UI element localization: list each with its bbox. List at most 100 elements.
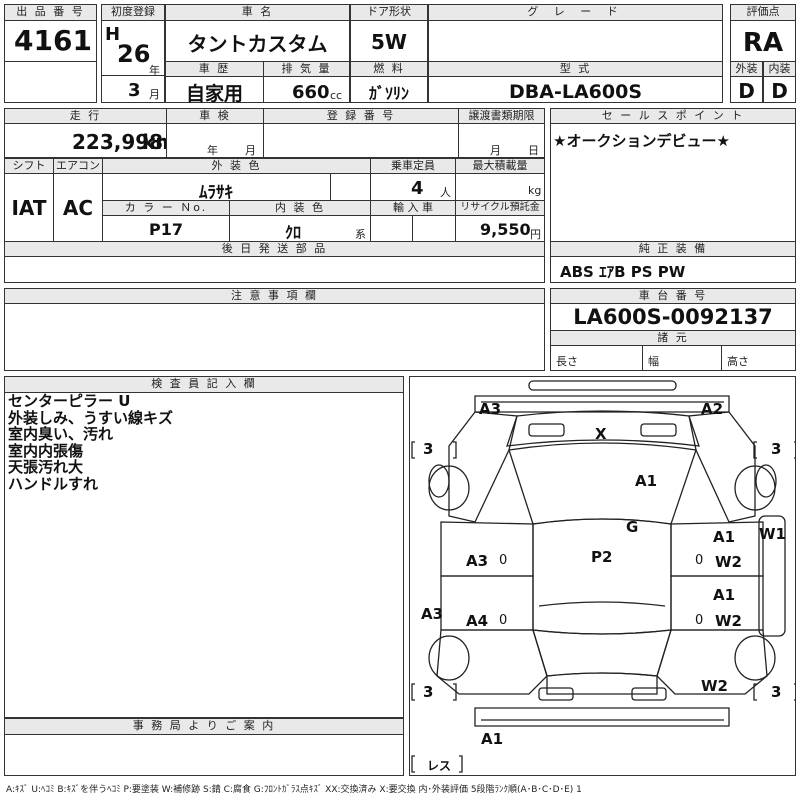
fuel-label: 燃 料: [350, 61, 428, 77]
wheel-front-left: [428, 465, 470, 511]
exterior-score: D: [738, 79, 755, 103]
lot-number-label: 出 品 番 号: [4, 4, 97, 21]
registration-number-label: 登 録 番 号: [263, 108, 459, 124]
era: H: [105, 24, 121, 45]
office-label: 事 務 局 よ り ご 案 内: [4, 718, 404, 735]
registration-month: 3: [128, 80, 141, 101]
inspection-label: 車 検: [166, 108, 264, 124]
exterior-color-label: 外 装 色: [102, 158, 371, 174]
damage-mark: A3: [466, 552, 488, 570]
month-unit: 月: [149, 88, 160, 101]
rear-bumper: [474, 707, 730, 727]
grade-label: グ レ ー ド: [428, 4, 723, 21]
door-type: 5W: [371, 30, 407, 54]
front-bumper: [474, 395, 730, 413]
displacement-label: 排 気 量: [263, 61, 350, 77]
model-label: 型 式: [428, 61, 723, 77]
width-label: 幅: [648, 355, 659, 368]
car-name: タントカスタム: [187, 32, 328, 56]
windshield: [508, 442, 697, 525]
sales-point-label: セ ー ル ス ポ イ ン ト: [550, 108, 796, 124]
tyre-depth: 3: [423, 440, 433, 458]
later-parts-label: 後 日 発 送 部 品: [4, 241, 545, 257]
shift-label: シフト: [4, 158, 54, 174]
inspector-label: 検 査 員 記 入 欄: [4, 376, 404, 393]
damage-mark: A3: [421, 605, 443, 623]
panel-zero-mark: 0: [695, 553, 703, 568]
import-divider: [412, 215, 413, 242]
sales-point-cell: [550, 108, 796, 242]
tyre-depth: 3: [423, 683, 433, 701]
color-number-label: カ ラ ー Ｎo.: [102, 200, 230, 216]
rear-lamp-left: [538, 687, 574, 701]
recycle-fee: 9,550: [480, 220, 531, 239]
inspector-note: 室内内張傷: [8, 441, 84, 460]
rear-quarter-left: [436, 629, 548, 695]
recycle-label: リサイクル預託金: [455, 200, 545, 216]
headlight-left: [528, 423, 565, 437]
lot-number-empty-cell: [4, 61, 97, 103]
equipment: ABS ｴｱB PS PW: [560, 263, 686, 281]
lot-number: 4161: [14, 24, 92, 57]
damage-mark: X: [595, 425, 607, 443]
spec-label: 諸 元: [550, 330, 796, 346]
hood: [506, 410, 700, 447]
headlight-right: [640, 423, 677, 437]
front-strip: [528, 380, 677, 391]
roof: [532, 518, 672, 635]
mileage: 223,998: [72, 130, 164, 154]
wheel-rear-right: [734, 635, 776, 681]
first-registration-label: 初度登録: [101, 4, 165, 21]
tailgate: [546, 672, 658, 695]
damage-mark: P2: [591, 548, 612, 566]
door-label: ドア形状: [350, 4, 428, 21]
capacity: 4: [411, 178, 424, 199]
mirror-right: [755, 464, 777, 498]
inspector-note: ハンドルすれ: [8, 474, 99, 493]
import-label: 輸 入 車: [370, 200, 456, 216]
transfer-deadline-label: 譲渡書類期限: [458, 108, 545, 124]
interior-score-label: 内装: [763, 61, 796, 77]
rear-quarter-right: [656, 629, 768, 695]
equipment-label: 純 正 装 備: [550, 241, 796, 257]
car-history: 自家用: [185, 83, 243, 105]
inspector-note: センターピラー U: [8, 392, 131, 410]
max-load-label: 最大積載量: [455, 158, 545, 174]
exterior-score-label: 外装: [730, 61, 763, 77]
transfer-month-unit: 月: [490, 144, 501, 157]
spare-bracket: [411, 755, 463, 773]
first-registration-divider: [101, 75, 165, 76]
damage-mark: A4: [466, 612, 488, 630]
model-code: DBA-LA600S: [509, 81, 642, 103]
damage-mark: A3: [479, 400, 501, 418]
damage-mark: W2: [715, 553, 742, 571]
length-label: 長さ: [556, 355, 578, 368]
displacement: 660: [292, 82, 330, 103]
height-label: 高さ: [727, 355, 749, 368]
roof-rear-line: [538, 601, 666, 607]
right-side-panel: [758, 515, 786, 637]
recycle-unit: 円: [530, 228, 541, 241]
chassis-label: 車 台 番 号: [550, 288, 796, 304]
rear-glass: [532, 629, 672, 677]
overall-score: RA: [742, 28, 784, 58]
damage-mark: W2: [701, 677, 728, 695]
interior-score: D: [771, 79, 788, 103]
spec-divider-1: [642, 345, 643, 371]
wheel-front-right: [734, 465, 776, 511]
chassis-number: LA600S-0092137: [573, 305, 773, 329]
inspector-note: 外装しみ、うすい線キズ: [8, 408, 174, 427]
inspector-note: 天張汚れ大: [8, 458, 84, 476]
panel-zero-mark: 0: [499, 613, 507, 628]
front-fender-right: [688, 411, 756, 523]
interior-color: ｸﾛ: [284, 223, 301, 242]
tyre-bracket-fl: [411, 441, 457, 459]
mirror-left: [428, 464, 450, 498]
damage-mark: A1: [481, 730, 503, 748]
inspector-notes: センターピラー U 外装しみ、うすい線キズ 室内臭い、汚れ 室内内張傷 天張汚れ…: [8, 393, 173, 492]
exterior-color: ﾑﾗｻｷ: [199, 183, 233, 203]
shift: IAT: [11, 196, 47, 220]
damage-mark: W2: [715, 612, 742, 630]
damage-mark: A2: [701, 400, 723, 418]
legend: A:ｷｽﾞ U:ﾍｺﾐ B:ｷｽﾞを伴うﾍｺﾐ P:要塗装 W:補修跡 S:錆 …: [6, 785, 582, 795]
